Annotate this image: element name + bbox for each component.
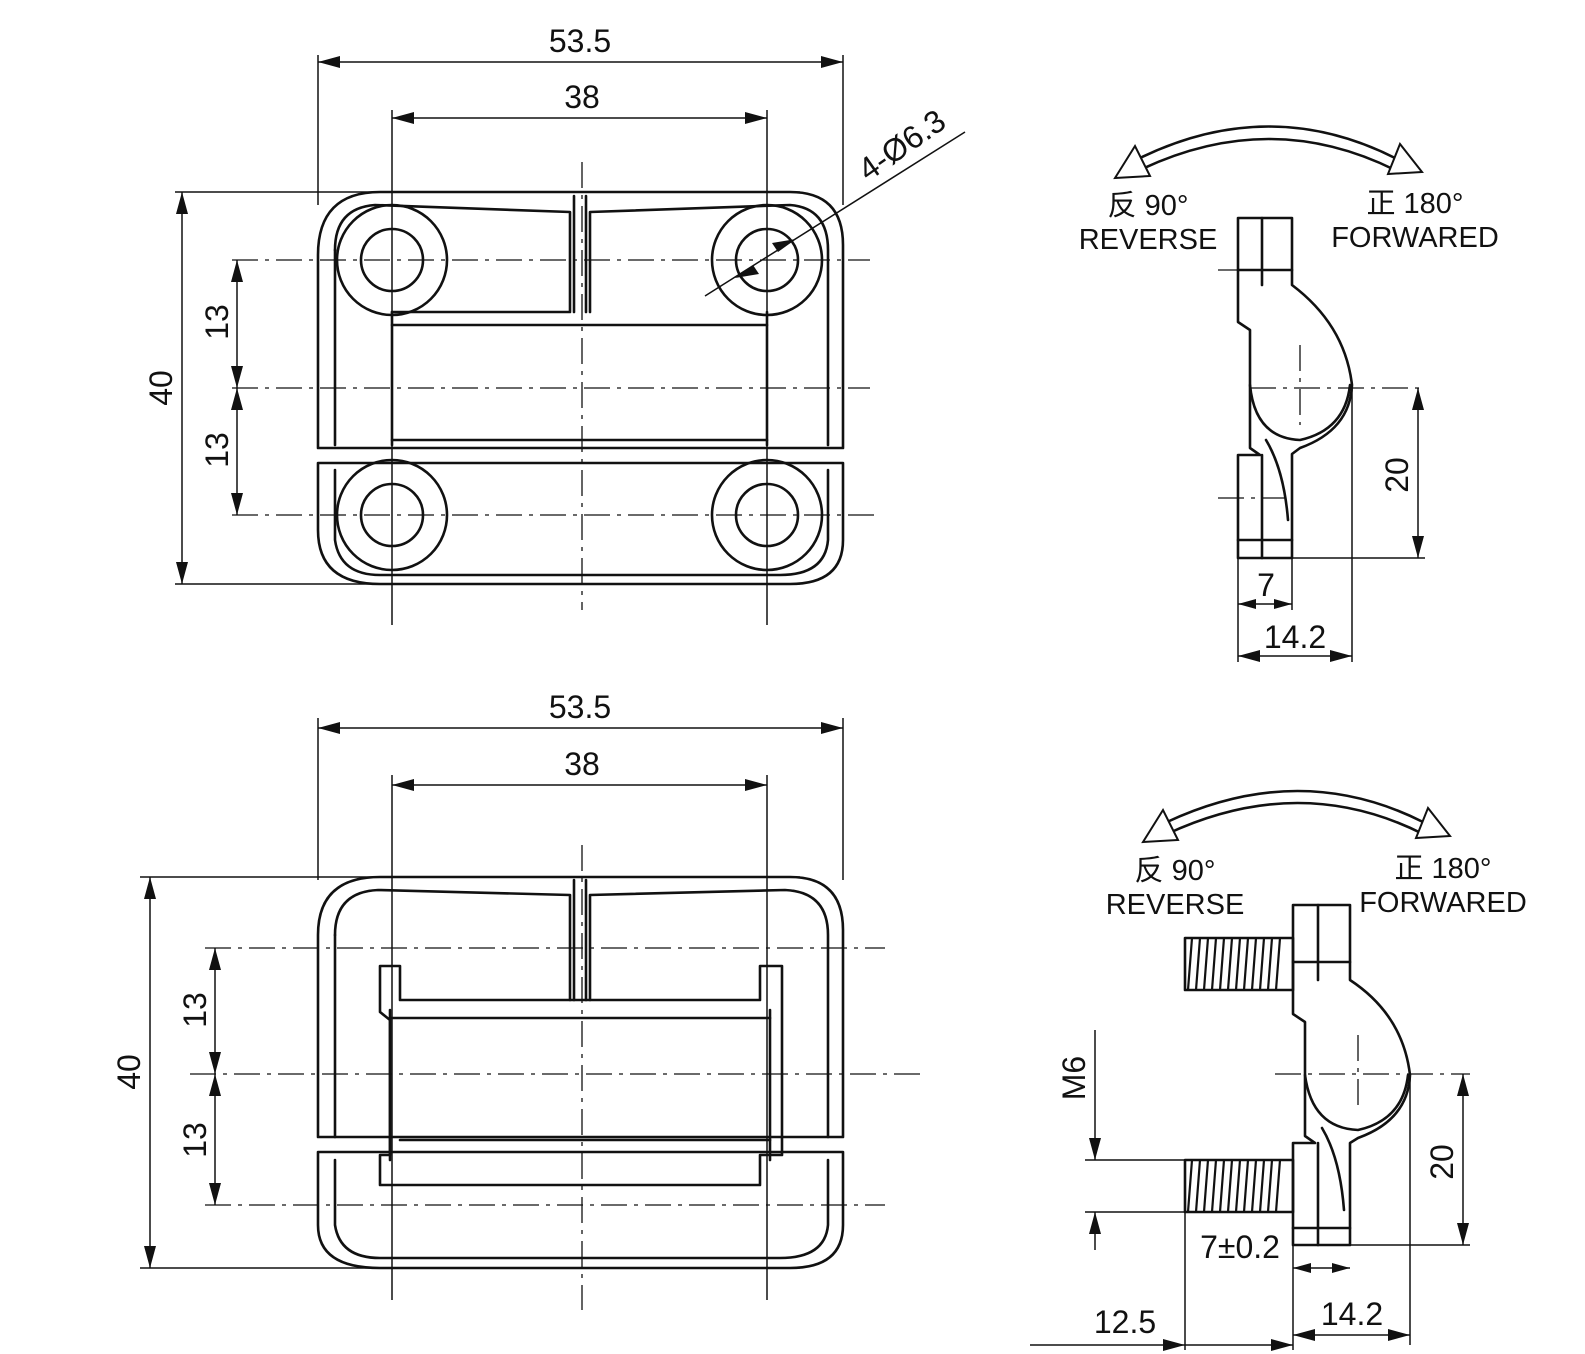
forward-arrow-icon-2 [1414,806,1452,840]
bottom-reverse-label: REVERSE [1106,889,1245,921]
top-front-view: 53.5 38 4-Ø6.3 40 13 13 [143,23,966,625]
bottom-forward-label: FORWARED [1359,887,1527,919]
top-overall-height: 40 [143,370,179,406]
top-leaf-thickness: 7 [1257,567,1275,603]
bottom-leaf-thickness: 7±0.2 [1200,1229,1280,1265]
bottom-overall-width: 53.5 [549,689,611,725]
forward-arrow-icon [1386,142,1424,176]
bottom-reverse-angle: 反 90° [1135,854,1216,887]
upper-thread-stud [1183,936,1295,992]
top-forward-angle: 正 180° [1366,188,1463,220]
reverse-arrow-icon-2 [1141,807,1180,844]
bottom-upper-half-height: 13 [177,992,213,1028]
top-overall-depth: 14.2 [1264,619,1326,655]
bottom-hole-spacing-width: 38 [564,746,600,782]
top-hole-spacing-width: 38 [564,79,600,115]
bottom-lower-half-height: 13 [177,1122,213,1158]
top-side-view: 反 90° REVERSE 正 180° FORWARED 20 7 14.2 [1079,125,1499,662]
reverse-arrow-icon [1113,143,1152,180]
bottom-side-view: 反 90° REVERSE 正 180° FORWARED M6 [1030,789,1527,1351]
top-forward-label: FORWARED [1331,222,1499,254]
bottom-overall-height: 40 [111,1054,147,1090]
bottom-forward-angle: 正 180° [1394,853,1491,885]
bottom-pivot-height: 20 [1424,1144,1460,1180]
bottom-overall-depth: 14.2 [1321,1296,1383,1332]
stud-length: 12.5 [1094,1304,1156,1340]
top-pivot-height: 20 [1379,457,1415,493]
bottom-front-view: 53.5 38 40 13 13 [111,689,920,1310]
lower-thread-stud [1183,1158,1295,1214]
top-overall-width: 53.5 [549,23,611,59]
top-upper-half-height: 13 [199,304,235,340]
thread-size: M6 [1056,1056,1092,1100]
top-lower-half-height: 13 [199,432,235,468]
top-hole-callout: 4-Ø6.3 [851,102,952,188]
top-reverse-label: REVERSE [1079,224,1218,256]
top-reverse-angle: 反 90° [1108,189,1189,222]
